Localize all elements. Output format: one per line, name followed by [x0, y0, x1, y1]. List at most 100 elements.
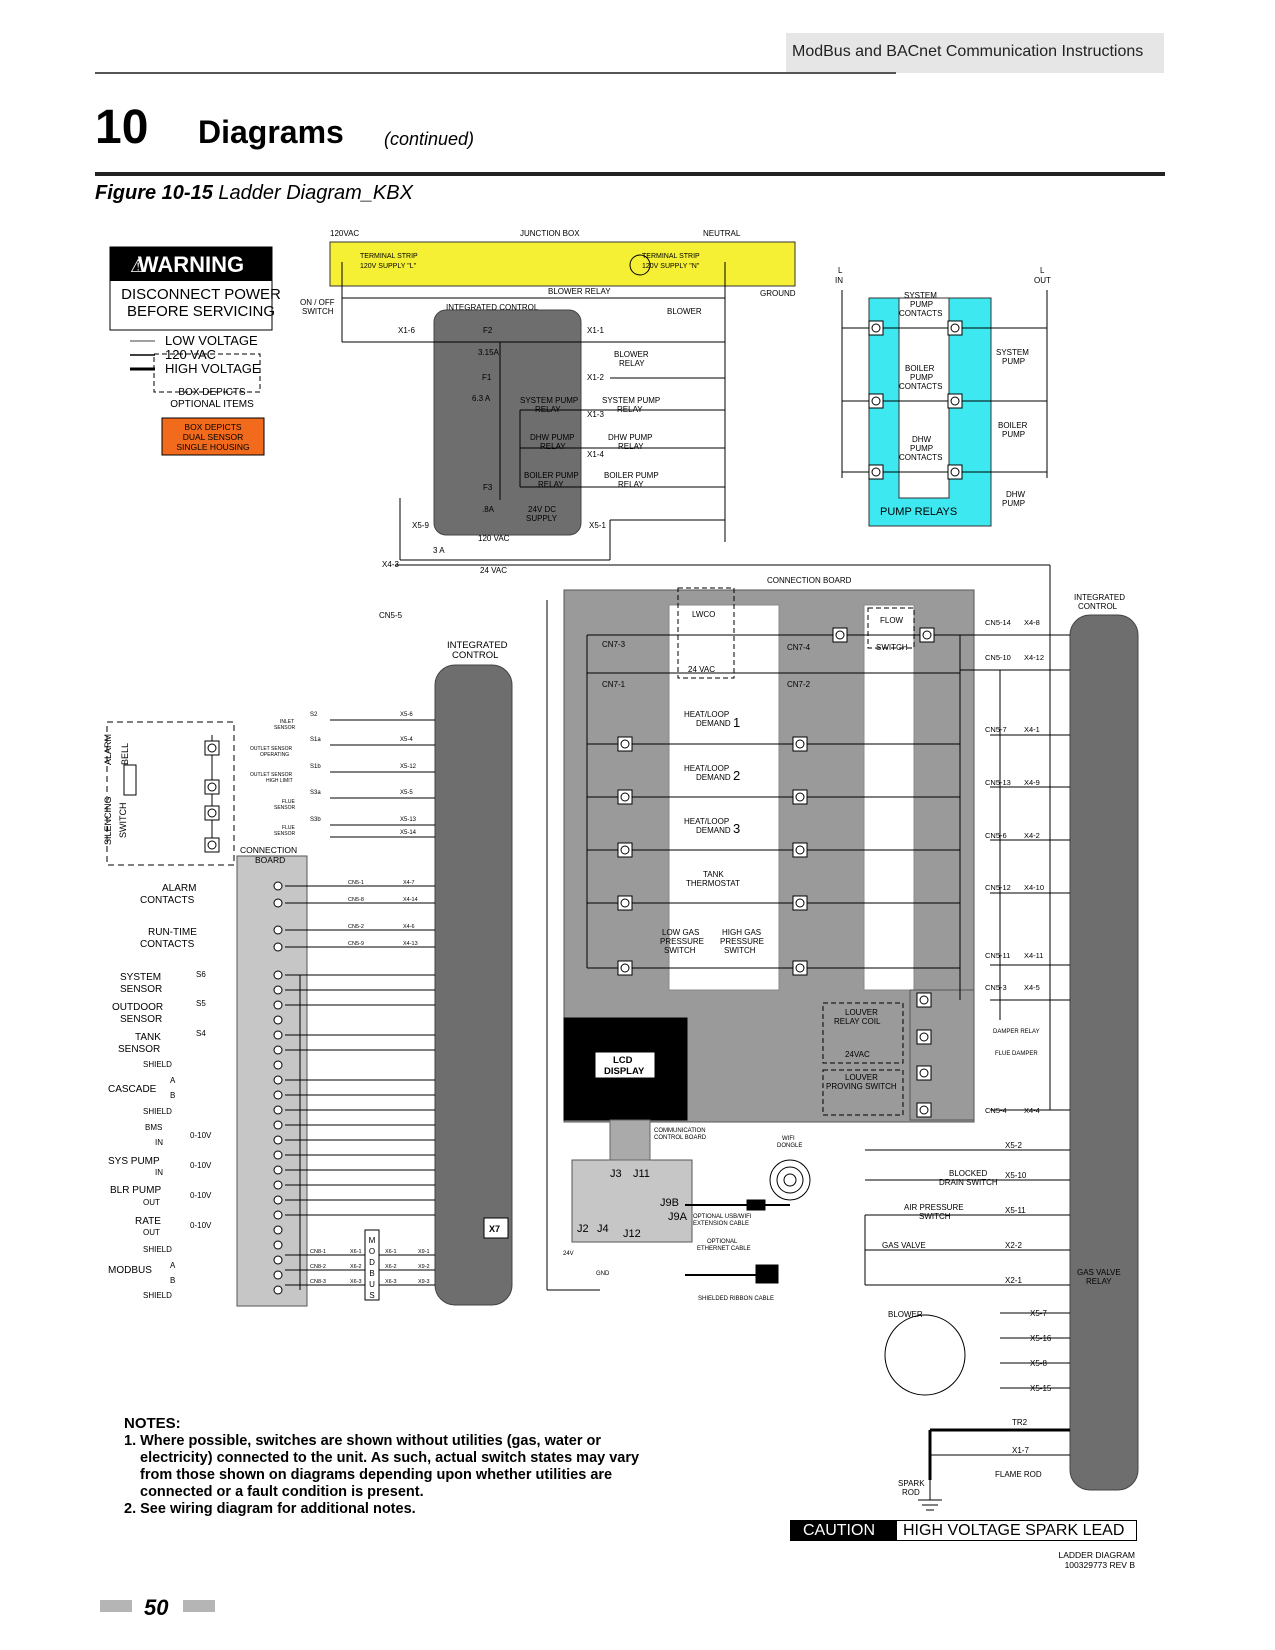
label-comm1: COMMUNICATION: [654, 1128, 706, 1134]
connection-board-left-terminal: [273, 1120, 283, 1130]
pump-relay-terminal: [947, 464, 963, 480]
label-alarm-c2: CONTACTS: [140, 895, 195, 906]
page-bar-left: [100, 1600, 132, 1612]
label-cb1: CONNECTION: [240, 845, 297, 855]
connection-board-terminal-screw: [620, 845, 630, 855]
note-1: 1. Where possible, switches are shown wi…: [124, 1433, 640, 1500]
connection-board-left-terminal: [273, 881, 283, 891]
connection-board-left-terminal: [273, 1180, 283, 1190]
label-gnd: GND: [596, 1271, 610, 1277]
label-silencing: SILENCING: [103, 796, 113, 845]
label-lps1: LOUVER: [845, 1073, 878, 1082]
label-x5-14: X5-14: [400, 830, 417, 836]
connection-board-terminal-screw: [922, 630, 932, 640]
label-cb2: BOARD: [255, 855, 285, 865]
legend-high-voltage: HIGH VOLTAGE: [165, 361, 261, 376]
label-modbus-a: A: [170, 1261, 176, 1270]
label-hgp2: PRESSURE: [720, 937, 764, 946]
connection-board-left-terminal: [273, 1210, 283, 1220]
label-x9-3: X9-3: [418, 1279, 430, 1285]
label-sys-pump2: PUMP: [1002, 357, 1025, 366]
pump-relay-terminal: [868, 393, 884, 409]
label-120vac: 120VAC: [330, 229, 359, 238]
label-24vac: 24 VAC: [688, 665, 715, 674]
connection-board-terminal-screw: [919, 1105, 929, 1115]
label-in: IN: [835, 276, 843, 285]
label-cascade-a: A: [170, 1076, 176, 1085]
legend-low-voltage: LOW VOLTAGE: [165, 333, 258, 348]
label-bpc2: PUMP: [910, 373, 933, 382]
label-x6-3b: X6-3: [385, 1279, 397, 1285]
connection-board-left-terminal: [273, 1150, 283, 1160]
right-connector-x4: X4-4: [1024, 1106, 1040, 1115]
right-connector-cn5: CN5-14: [985, 618, 1011, 627]
right-connector-x4: X4-9: [1024, 778, 1040, 787]
label-s3a: S3a: [310, 790, 321, 796]
label-gvr1: GAS VALVE: [1077, 1268, 1121, 1277]
figure-caption: Figure 10-15 Ladder Diagram_KBX: [95, 182, 413, 205]
section-number: 10: [95, 101, 149, 154]
connection-board-left-terminal: [273, 1090, 283, 1100]
label-bms-010v: 0-10V: [190, 1131, 212, 1140]
connection-board-terminal: [617, 895, 633, 911]
label-hgp3: SWITCH: [724, 946, 756, 955]
right-connector-cn5: CN5-10: [985, 653, 1011, 662]
connection-board-terminal: [617, 789, 633, 805]
label-inlet2: SENSOR: [274, 725, 296, 731]
connection-board-left-terminal: [273, 898, 283, 908]
label-outhl1: OUTLET SENSOR: [250, 772, 293, 778]
connection-board-terminal-screw: [919, 995, 929, 1005]
connection-board-terminal: [916, 1029, 932, 1045]
label-alarm-c1: ALARM: [162, 883, 196, 894]
label-flow1: FLOW: [880, 616, 904, 625]
label-x1-6: X1-6: [398, 326, 415, 335]
label-cn5-2: CN5-2: [348, 924, 364, 930]
label-dc2: SUPPLY: [526, 514, 558, 523]
label-usb1: OPTIONAL USB/WIFI: [693, 1214, 752, 1220]
label-dhw-relay2: RELAY: [540, 442, 566, 451]
alarm-terminal: [204, 740, 220, 756]
integrated-control-right: [1069, 614, 1139, 1491]
label-wifi1: WIFI: [782, 1136, 795, 1142]
label-blocked2: DRAIN SWITCH: [939, 1178, 998, 1187]
document-title: ModBus and BACnet Communication Instruct…: [792, 43, 1144, 60]
label-bms: BMS: [145, 1123, 162, 1132]
label-sys-pump-010v: 0-10V: [190, 1161, 212, 1170]
label-x1-3: X1-3: [587, 410, 604, 419]
connection-board-terminal-screw: [795, 792, 805, 802]
label-blower-motor: BLOWER: [888, 1310, 923, 1319]
label-ground: GROUND: [760, 289, 796, 298]
label-tr2: TR2: [1012, 1418, 1028, 1427]
connection-board-terminal-screw: [795, 739, 805, 749]
label-sys-pump1: SYSTEM: [996, 348, 1029, 357]
label-tr120: 120 VAC: [478, 534, 510, 543]
label-x4-6: X4-6: [403, 924, 415, 930]
pump-relay-terminal: [947, 393, 963, 409]
label-x5-8: X5-8: [1030, 1359, 1047, 1368]
modbus-vertical-o: O: [369, 1247, 375, 1256]
label-s5: S5: [196, 999, 206, 1008]
modbus-vertical-s: S: [369, 1291, 374, 1300]
modbus-vertical-u: U: [369, 1280, 375, 1289]
label-x5-11: X5-11: [1005, 1206, 1026, 1215]
label-br-coil2: RELAY: [619, 359, 645, 368]
label-rate-010v: 0-10V: [190, 1221, 212, 1230]
label-outop1: OUTLET SENSOR: [250, 746, 293, 752]
label-s4: S4: [196, 1029, 206, 1038]
connection-board-left-terminal: [273, 985, 283, 995]
alarm-terminal: [204, 805, 220, 821]
label-ts-n2: 120V SUPPLY "N": [642, 263, 700, 270]
warning-icon: ⚠: [130, 256, 146, 276]
label-x6-1b: X6-1: [385, 1249, 397, 1255]
connection-board-terminal-screw: [835, 630, 845, 640]
label-flue1a: FLUE: [282, 799, 295, 805]
notes: NOTES: 1. Where possible, switches are s…: [124, 1415, 664, 1518]
label-switch: SWITCH: [118, 803, 128, 839]
part-number: LADDER DIAGRAM 100329773 REV B: [1000, 1550, 1135, 1570]
connection-board-left-terminal: [273, 1285, 283, 1295]
label-f2-value: 3.15A: [478, 348, 500, 357]
right-connector-cn5: CN5-4: [985, 1106, 1007, 1115]
label-shield-3: SHIELD: [143, 1245, 172, 1254]
label-blr-pump-out: OUT: [143, 1198, 160, 1207]
